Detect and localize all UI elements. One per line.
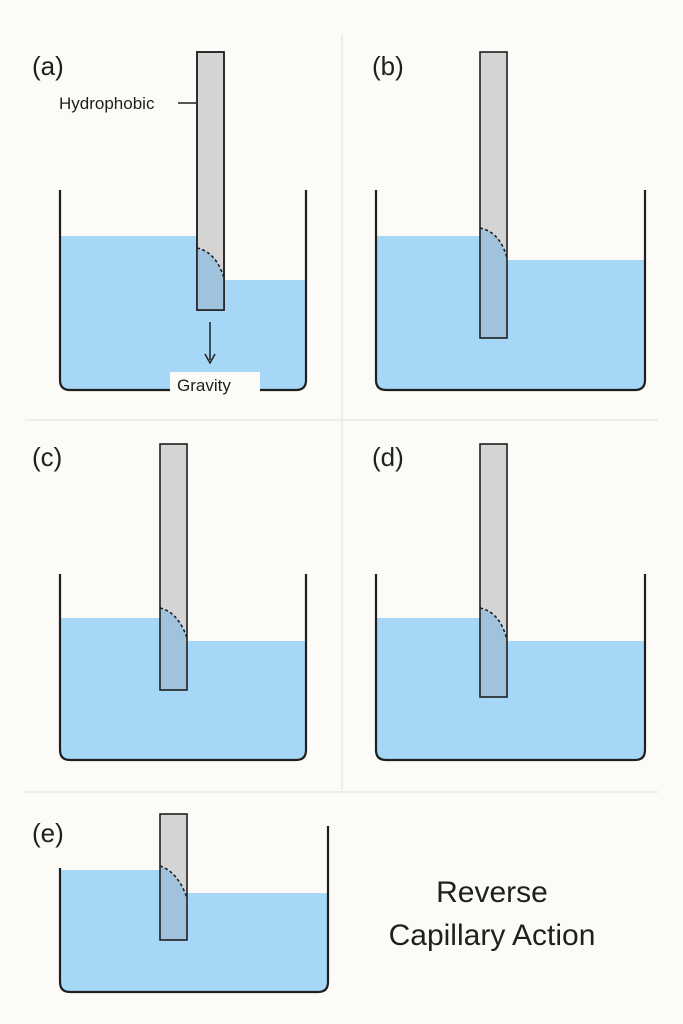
panel-e-meniscus: [159, 865, 188, 899]
panel-a-rod-outline: [196, 51, 225, 311]
panel-c-water-fill: [60, 618, 306, 760]
panel-c-rod-submerged: [160, 608, 187, 690]
hydrophobic-label: Hydrophobic: [59, 94, 155, 113]
panel-a-label: (a): [32, 51, 64, 81]
panel-c-meniscus: [159, 607, 188, 639]
panel-a-water-fill: [60, 236, 306, 390]
panel-c-beaker: [58, 574, 308, 762]
panel-b-meniscus: [479, 227, 508, 259]
panel-b-rod-outline: [479, 51, 508, 339]
panel-d-rod-outline: [479, 443, 508, 698]
panel-c: (c): [32, 442, 308, 762]
panel-a-meniscus: [196, 247, 225, 279]
panel-b: (b): [372, 51, 647, 392]
panel-a-gravity-arrow-head: [204, 353, 216, 365]
panel-d: (d): [372, 442, 647, 762]
panel-d-label: (d): [372, 442, 404, 472]
panel-a: (a) Hydrophobic Gravity: [32, 51, 308, 396]
panel-e: (e): [32, 813, 330, 994]
panel-d-water-fill: [376, 618, 645, 760]
panel-c-rod-outline: [159, 443, 188, 691]
grid-dividers: [25, 35, 658, 793]
panel-d-beaker: [374, 574, 647, 762]
panel-b-label: (b): [372, 51, 404, 81]
gravity-label-bg: [170, 372, 260, 396]
panel-a-rod-submerged: [197, 248, 224, 310]
panel-d-rod-submerged: [480, 608, 507, 697]
panel-d-meniscus: [479, 607, 508, 641]
panel-c-label: (c): [32, 442, 62, 472]
panel-e-label: (e): [32, 818, 64, 848]
panel-e-beaker: [58, 826, 330, 994]
panel-b-rod-submerged: [480, 228, 507, 338]
panel-e-water-fill: [60, 870, 328, 992]
caption: Reverse Capillary Action: [389, 876, 596, 952]
caption-line-1: Reverse: [436, 876, 548, 909]
panel-b-beaker: [374, 190, 647, 392]
caption-line-2: Capillary Action: [389, 919, 596, 952]
panel-e-rod-outline: [159, 813, 188, 941]
gravity-label: Gravity: [177, 376, 231, 395]
panel-b-water-fill: [376, 236, 645, 390]
